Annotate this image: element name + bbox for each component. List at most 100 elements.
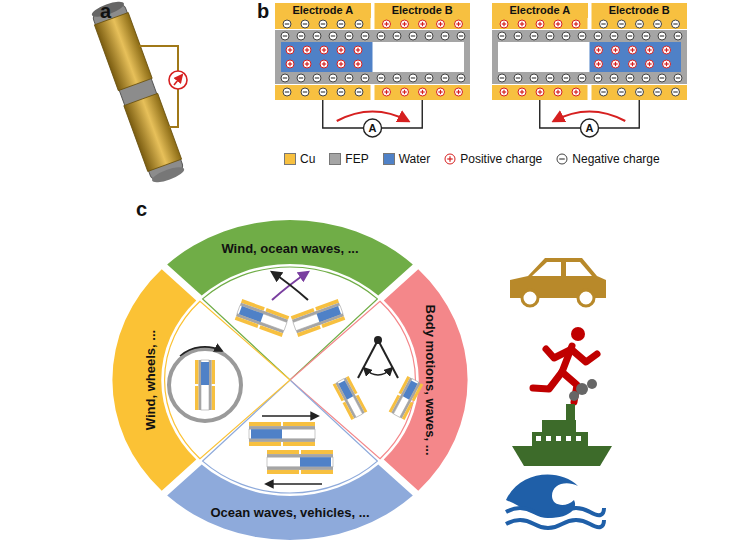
- copper-electrode: [212, 360, 215, 384]
- charge-bar: [357, 91, 361, 92]
- application-sector: [165, 301, 290, 458]
- copper-electrode: [195, 360, 198, 384]
- charge-bar: [340, 62, 341, 66]
- panel-label: c: [136, 198, 147, 220]
- legend-swatch: [329, 153, 341, 165]
- negative-charge: [514, 32, 522, 40]
- negative-charge: [281, 32, 289, 40]
- water-slug: [201, 362, 209, 385]
- charge-bar: [306, 48, 307, 52]
- charge-bar: [500, 35, 504, 36]
- charge-bar: [655, 23, 659, 24]
- fep-layer: [275, 30, 470, 42]
- fep-layer: [198, 360, 201, 410]
- copper-electrode: [321, 316, 345, 328]
- charge-bar: [427, 77, 431, 78]
- channel: [267, 457, 333, 467]
- charge-bar: [331, 77, 335, 78]
- copper-electrode: [412, 383, 424, 401]
- charge-bar: [503, 22, 504, 26]
- ship-window: [576, 436, 581, 441]
- legend-item: Negative charge: [556, 152, 659, 166]
- positive-charge: [401, 88, 409, 96]
- positive-charge: [419, 20, 427, 28]
- wave-line: [506, 508, 604, 516]
- negative-charge: [313, 32, 321, 40]
- negative-charge: [283, 20, 291, 28]
- water-slug: [251, 429, 282, 439]
- charge-bar: [660, 77, 664, 78]
- negative-charge: [283, 88, 291, 96]
- copper-sleeve: [124, 93, 182, 171]
- wave-icon: [506, 474, 604, 528]
- copper-electrode: [333, 383, 345, 401]
- legend-text: Positive charge: [460, 152, 542, 166]
- positive-charge: [629, 60, 637, 68]
- charge-bar: [676, 77, 680, 78]
- charge-bar: [411, 35, 415, 36]
- legend-swatch: [383, 153, 395, 165]
- copper-electrode: [492, 3, 588, 29]
- wave-line: [506, 520, 604, 528]
- positive-charge: [612, 60, 620, 68]
- negative-charge: [658, 74, 666, 82]
- positive-charge: [500, 20, 508, 28]
- negative-charge: [297, 32, 305, 40]
- negative-charge: [654, 20, 662, 28]
- positive-charge: [320, 46, 328, 54]
- positive-charge: [286, 60, 294, 68]
- water-slug: [300, 457, 331, 467]
- charge-bar: [673, 23, 677, 24]
- charge-bar: [315, 35, 319, 36]
- negative-charge: [618, 20, 626, 28]
- charge-bar: [283, 35, 287, 36]
- copper-electrode: [375, 85, 471, 100]
- negative-charge: [498, 32, 506, 40]
- runner-limb: [546, 349, 570, 358]
- positive-charge: [337, 60, 345, 68]
- negative-charge: [636, 88, 644, 96]
- fep-wall: [275, 42, 281, 72]
- wire: [169, 89, 178, 127]
- charge-bar: [363, 35, 367, 36]
- negative-charge: [345, 32, 353, 40]
- positive-charge: [337, 46, 345, 54]
- positive-charge: [500, 88, 508, 96]
- copper-electrode: [592, 3, 688, 29]
- smoke: [587, 379, 597, 389]
- charge-bar: [339, 23, 343, 24]
- application-band: Body motions, waves, ...: [423, 303, 438, 458]
- negative-charge: [514, 74, 522, 82]
- legend-item: Water: [383, 152, 431, 166]
- charge-bar: [458, 22, 459, 26]
- negative-charge: [600, 20, 608, 28]
- charge-bar: [564, 77, 568, 78]
- charge-bar: [357, 48, 358, 52]
- charge-bar: [458, 90, 459, 94]
- negative-charge: [329, 74, 337, 82]
- mini-device: [195, 360, 215, 410]
- copper-electrode: [235, 316, 259, 328]
- positive-charge: [320, 60, 328, 68]
- application-band: Wind, ocean waves, ...: [219, 241, 360, 256]
- positive-charge: [518, 20, 526, 28]
- charge-bar: [323, 62, 324, 66]
- charge-bar: [660, 35, 664, 36]
- ship-cabin: [532, 432, 588, 446]
- fep-layer: [296, 314, 344, 334]
- negative-charge: [626, 32, 634, 40]
- charge-bar: [644, 35, 648, 36]
- working-principle: [275, 3, 470, 137]
- copper-electrode: [249, 442, 281, 446]
- charge-bar: [363, 77, 367, 78]
- charge-bar: [443, 35, 447, 36]
- node-text: Electrode A: [494, 4, 586, 16]
- charge-bar: [644, 77, 648, 78]
- charge-bar: [357, 23, 361, 24]
- charge-bar: [598, 48, 599, 52]
- charge-bar: [560, 158, 566, 159]
- charge-bar: [596, 77, 600, 78]
- node-text: Wind, ocean waves, ...: [221, 241, 358, 256]
- fep-layer: [249, 439, 315, 442]
- charge-bar: [615, 48, 616, 52]
